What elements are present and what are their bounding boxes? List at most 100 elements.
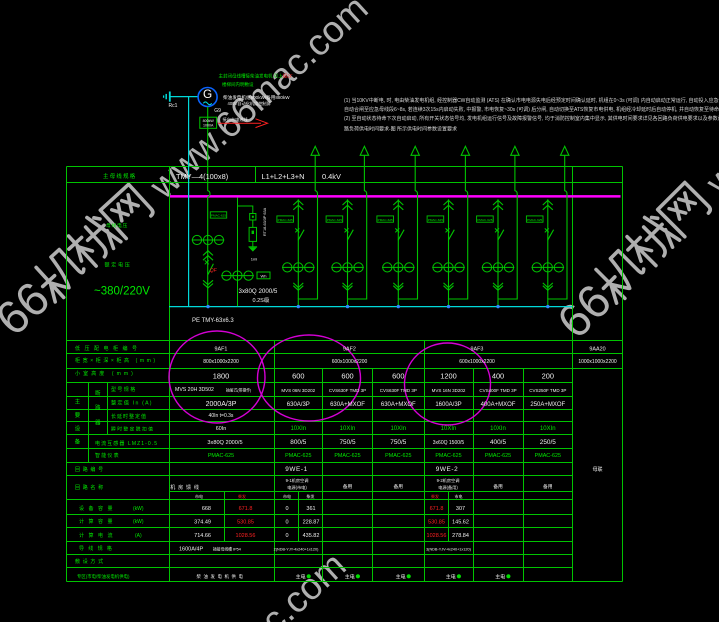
svg-text:PMAC-625: PMAC-625 [385,453,411,459]
svg-text:柴发: 柴发 [431,493,439,499]
svg-text:计算容量: 计算容量 [79,518,117,525]
svg-text:插接母线槽 IP54: 插接母线槽 IP54 [213,547,241,552]
svg-text:CVS630F TMD 3P: CVS630F TMD 3P [329,388,366,393]
svg-text:400A+MXOF: 400A+MXOF [481,402,516,408]
svg-text:额定电压: 额定电压 [105,262,132,269]
svg-text:瞬时整定脱扣值: 瞬时整定脱扣值 [111,425,154,432]
svg-text:2000A/3P: 2000A/3P [206,401,237,408]
svg-text:671.8: 671.8 [239,506,253,512]
svg-text:G: G [203,87,212,101]
svg-text:机房馈线: 机房馈线 [170,484,202,491]
svg-text:设: 设 [75,424,81,432]
svg-text:435.82: 435.82 [303,533,320,539]
svg-text:主母线规格: 主母线规格 [103,172,136,180]
svg-text:PE TMY-63x6.3: PE TMY-63x6.3 [192,318,234,324]
svg-text:600x1000x2200: 600x1000x2200 [332,359,368,365]
svg-text:回路编号: 回路编号 [75,466,106,473]
svg-text:PMAC-625: PMAC-625 [278,218,293,222]
svg-text:RT18-63/3P 63A: RT18-63/3P 63A [263,207,267,236]
svg-text:(2) 至自动状态待命下次自动启动, 所有开关状态信号均,: (2) 至自动状态待命下次自动启动, 所有开关状态信号均, 发电机组运行信号及故… [344,115,719,122]
svg-text:备用: 备用 [343,483,353,490]
svg-text:800x1000x2200: 800x1000x2200 [203,359,239,365]
svg-text:CVS250F TMD 3P: CVS250F TMD 3P [529,388,566,393]
svg-text:PMAC-625: PMAC-625 [378,218,393,222]
svg-text:PMAC-625: PMAC-625 [211,214,226,218]
svg-text:断: 断 [95,389,101,397]
svg-text:主封闭母线槽接柴油发电机 引上接2F: 主封闭母线槽接柴油发电机 引上接2F [219,73,293,80]
svg-text:1028.56: 1028.56 [427,533,447,539]
svg-text:9AF3: 9AF3 [471,346,484,352]
svg-text:柜宽×柜深×柜高 (mm): 柜宽×柜深×柜高 (mm) [75,357,158,364]
svg-text:MVS 06N 3D202: MVS 06N 3D202 [281,388,315,393]
svg-text:200: 200 [542,371,554,380]
svg-text:800kW: 800kW [203,119,215,123]
svg-text:抽屉式(带操作): 抽屉式(带操作) [226,387,252,392]
svg-text:3x60Q 1500/5: 3x60Q 1500/5 [433,440,465,446]
svg-text:228.87: 228.87 [303,519,320,525]
svg-text:1800: 1800 [213,371,229,380]
svg-text:PMAC-625: PMAC-625 [485,453,511,459]
svg-text:CVS400F TMD 3P: CVS400F TMD 3P [479,388,516,393]
svg-text:530.85: 530.85 [428,519,445,525]
svg-text:750/5: 750/5 [390,439,406,446]
svg-text:主电: 主电 [296,573,306,580]
svg-text:10XIn: 10XIn [441,426,457,432]
svg-text:400V自动化机组控制屏: 400V自动化机组控制屏 [228,100,271,107]
svg-text:10XIn: 10XIn [490,426,506,432]
svg-text:400/5: 400/5 [490,439,506,446]
svg-text:307: 307 [456,506,465,512]
svg-text:600: 600 [392,371,404,380]
svg-text:设备容量: 设备容量 [79,505,117,512]
svg-text:9AA20: 9AA20 [589,346,605,352]
svg-text:0.2S级: 0.2S级 [253,296,270,304]
svg-text:PMAC-625: PMAC-625 [435,453,461,459]
svg-text:10XIn: 10XIn [390,426,406,432]
svg-text:TMY—4(100x8): TMY—4(100x8) [176,172,228,181]
svg-text:2(NDB-YJY-4x240+1x120): 2(NDB-YJY-4x240+1x120) [274,548,319,552]
svg-text:10XIn: 10XIn [540,426,556,432]
svg-text:路: 路 [95,404,101,412]
svg-text:回路名称: 回路名称 [75,484,106,491]
svg-text:(1) 当10KV中断电, 时, 电由柴油发电机组, 经控制: (1) 当10KV中断电, 时, 电由柴油发电机组, 经控制器CW自动监测 (A… [344,97,719,104]
svg-text:要: 要 [75,412,81,419]
svg-text:CVS630F TMD 3P: CVS630F TMD 3P [380,388,417,393]
svg-text:备用: 备用 [493,483,503,490]
svg-text:9-2机房空调: 9-2机房空调 [437,477,460,484]
svg-text:1000x1000x2200: 1000x1000x2200 [578,359,617,365]
svg-text:671.8: 671.8 [430,506,444,512]
svg-text:楼梯间内明敷设: 楼梯间内明敷设 [222,81,254,88]
svg-text:备: 备 [75,438,81,446]
svg-text:电源(备用): 电源(备用) [438,484,458,491]
svg-text:60In: 60In [216,426,227,432]
svg-text:Rc1: Rc1 [169,103,178,109]
svg-text:路负荷供电时间要求-图 所示供电时间参数设置要求: 路负荷供电时间要求-图 所示供电时间参数设置要求 [344,126,457,133]
svg-text:智能仪表: 智能仪表 [95,452,120,459]
svg-text:Wh: Wh [261,273,267,278]
svg-text:600: 600 [292,371,304,380]
svg-text:0: 0 [285,519,288,525]
svg-text:自动合闸至应急母线段6~8s, 若连续3次15s内启动失败,: 自动合闸至应急母线段6~8s, 若连续3次15s内启动失败, 中报警, 市电恢复… [344,106,719,113]
svg-text:(kW): (kW) [133,519,144,525]
svg-text:G9: G9 [214,108,221,114]
svg-text:0.4kV: 0.4kV [322,172,341,181]
svg-text:MVS 20H 3D502: MVS 20H 3D502 [175,387,214,393]
svg-text:柴油发电机供电: 柴油发电机供电 [197,573,246,580]
svg-text:1200: 1200 [440,371,456,380]
svg-text:630A/3P: 630A/3P [287,402,310,408]
svg-text:0: 0 [285,533,288,539]
svg-text:600: 600 [341,371,353,380]
svg-text:600x1000x2200: 600x1000x2200 [459,359,495,365]
svg-text:9-1机房空调: 9-1机房空调 [286,477,309,484]
svg-text:361: 361 [306,506,315,512]
svg-text:PMAC-625: PMAC-625 [285,453,311,459]
svg-text:导线规格: 导线规格 [79,545,116,552]
svg-text:主电: 主电 [495,573,505,580]
svg-text:PMAC-625: PMAC-625 [527,218,542,222]
svg-text:PMAC-625: PMAC-625 [208,453,234,459]
svg-text:MVS 16N 3D202: MVS 16N 3D202 [432,388,466,393]
svg-text:0: 0 [285,506,288,512]
svg-text:主电: 主电 [345,573,355,580]
svg-text:主电: 主电 [396,573,406,580]
svg-text:1ml: 1ml [251,257,258,262]
svg-text:9WE-1: 9WE-1 [285,466,308,473]
